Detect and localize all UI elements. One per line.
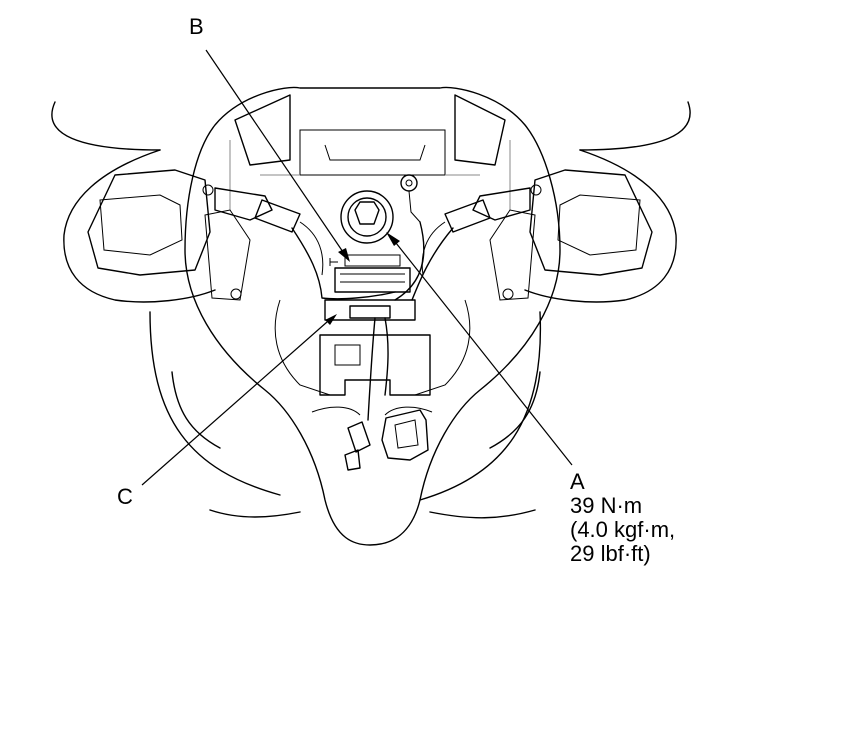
- leader-lines: [141, 49, 573, 486]
- arrowhead-a: [386, 232, 400, 246]
- steering-wheel-rim: [51, 101, 691, 519]
- wiring-harness: [291, 221, 454, 421]
- torque-lbf: 29 lbf·ft): [570, 541, 651, 566]
- callout-c-label: C: [117, 484, 133, 509]
- callout-b-label: B: [189, 14, 204, 39]
- arrowhead-b: [338, 248, 350, 262]
- right-spoke-switch: [524, 149, 677, 303]
- mounting-bolt: [340, 174, 421, 244]
- callout-a-letter: A: [570, 469, 585, 494]
- right-harness-connector: [421, 187, 531, 276]
- left-harness-connector: [214, 187, 324, 276]
- leader-line-a: [395, 242, 573, 466]
- torque-nm: 39 N·m: [570, 493, 643, 518]
- airbag-connectors: [344, 409, 429, 471]
- torque-kgf: (4.0 kgf·m,: [570, 517, 676, 542]
- callout-a-spec: A 39 N·m (4.0 kgf·m, 29 lbf·ft): [570, 470, 675, 566]
- clock-spring-connector: [319, 254, 431, 396]
- leader-line-c: [141, 321, 328, 486]
- arrowhead-c: [325, 314, 337, 325]
- left-spoke-switch: [63, 149, 216, 303]
- leader-line-b: [205, 49, 344, 253]
- steering-wheel-hub: [184, 86, 561, 546]
